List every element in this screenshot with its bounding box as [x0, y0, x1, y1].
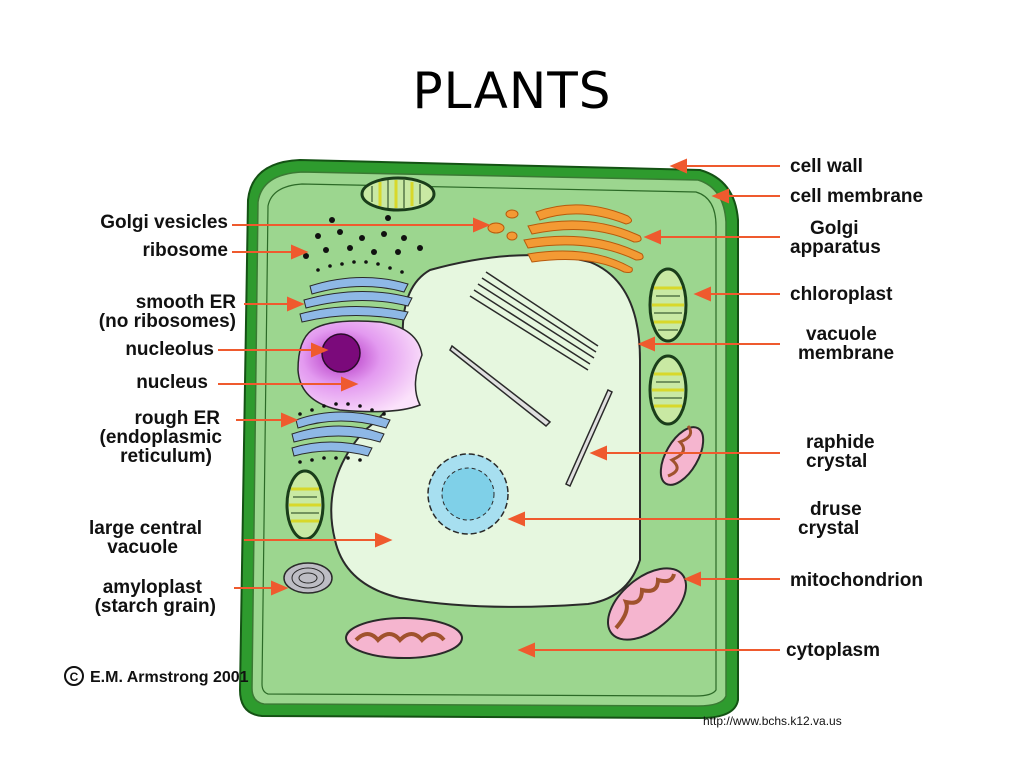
label-ribosome: ribosome — [142, 240, 228, 261]
left-labels: Golgi vesicles ribosome smooth ER(no rib… — [89, 212, 236, 617]
copyright-symbol: C — [70, 670, 79, 684]
label-mitochondrion: mitochondrion — [790, 570, 923, 591]
source-url: http://www.bchs.k12.va.us — [703, 714, 842, 728]
druse-crystal — [427, 453, 509, 535]
smooth-er — [299, 276, 413, 323]
nucleolus — [321, 333, 361, 373]
copyright: C E.M. Armstrong 2001 — [64, 666, 249, 686]
rough-er — [291, 411, 391, 457]
chloroplast — [648, 267, 688, 343]
label-smooth-er: smooth ER(no ribosomes) — [99, 292, 237, 332]
golgi-vesicles — [487, 209, 519, 241]
label-cell-wall: cell wall — [790, 156, 863, 177]
amyloplast — [283, 562, 333, 594]
chloroplast — [648, 354, 688, 426]
nucleus — [297, 320, 423, 413]
mitochondrion — [606, 567, 688, 641]
slide-title: PLANTS — [412, 62, 612, 120]
label-cytoplasm: cytoplasm — [786, 640, 880, 661]
chloroplast — [285, 469, 325, 541]
label-nucleus: nucleus — [136, 372, 208, 393]
mitochondrion — [659, 425, 705, 486]
label-chloroplast: chloroplast — [790, 284, 893, 305]
copyright-text: E.M. Armstrong 2001 — [90, 669, 249, 686]
label-arrows — [218, 158, 780, 658]
rough-er-ribosomes — [298, 260, 404, 464]
chloroplast — [360, 176, 436, 212]
label-nucleolus: nucleolus — [125, 339, 214, 360]
ribosomes — [303, 215, 423, 259]
copyright-icon — [64, 666, 84, 686]
raphide-crystal — [449, 271, 613, 488]
label-cell-membrane: cell membrane — [790, 186, 923, 207]
golgi-apparatus — [523, 204, 644, 273]
mitochondrion — [345, 617, 463, 659]
cell-membrane — [261, 183, 717, 697]
label-golgi-vesicles: Golgi vesicles — [100, 212, 228, 233]
label-amyloplast: amyloplast(starch grain) — [95, 577, 216, 617]
